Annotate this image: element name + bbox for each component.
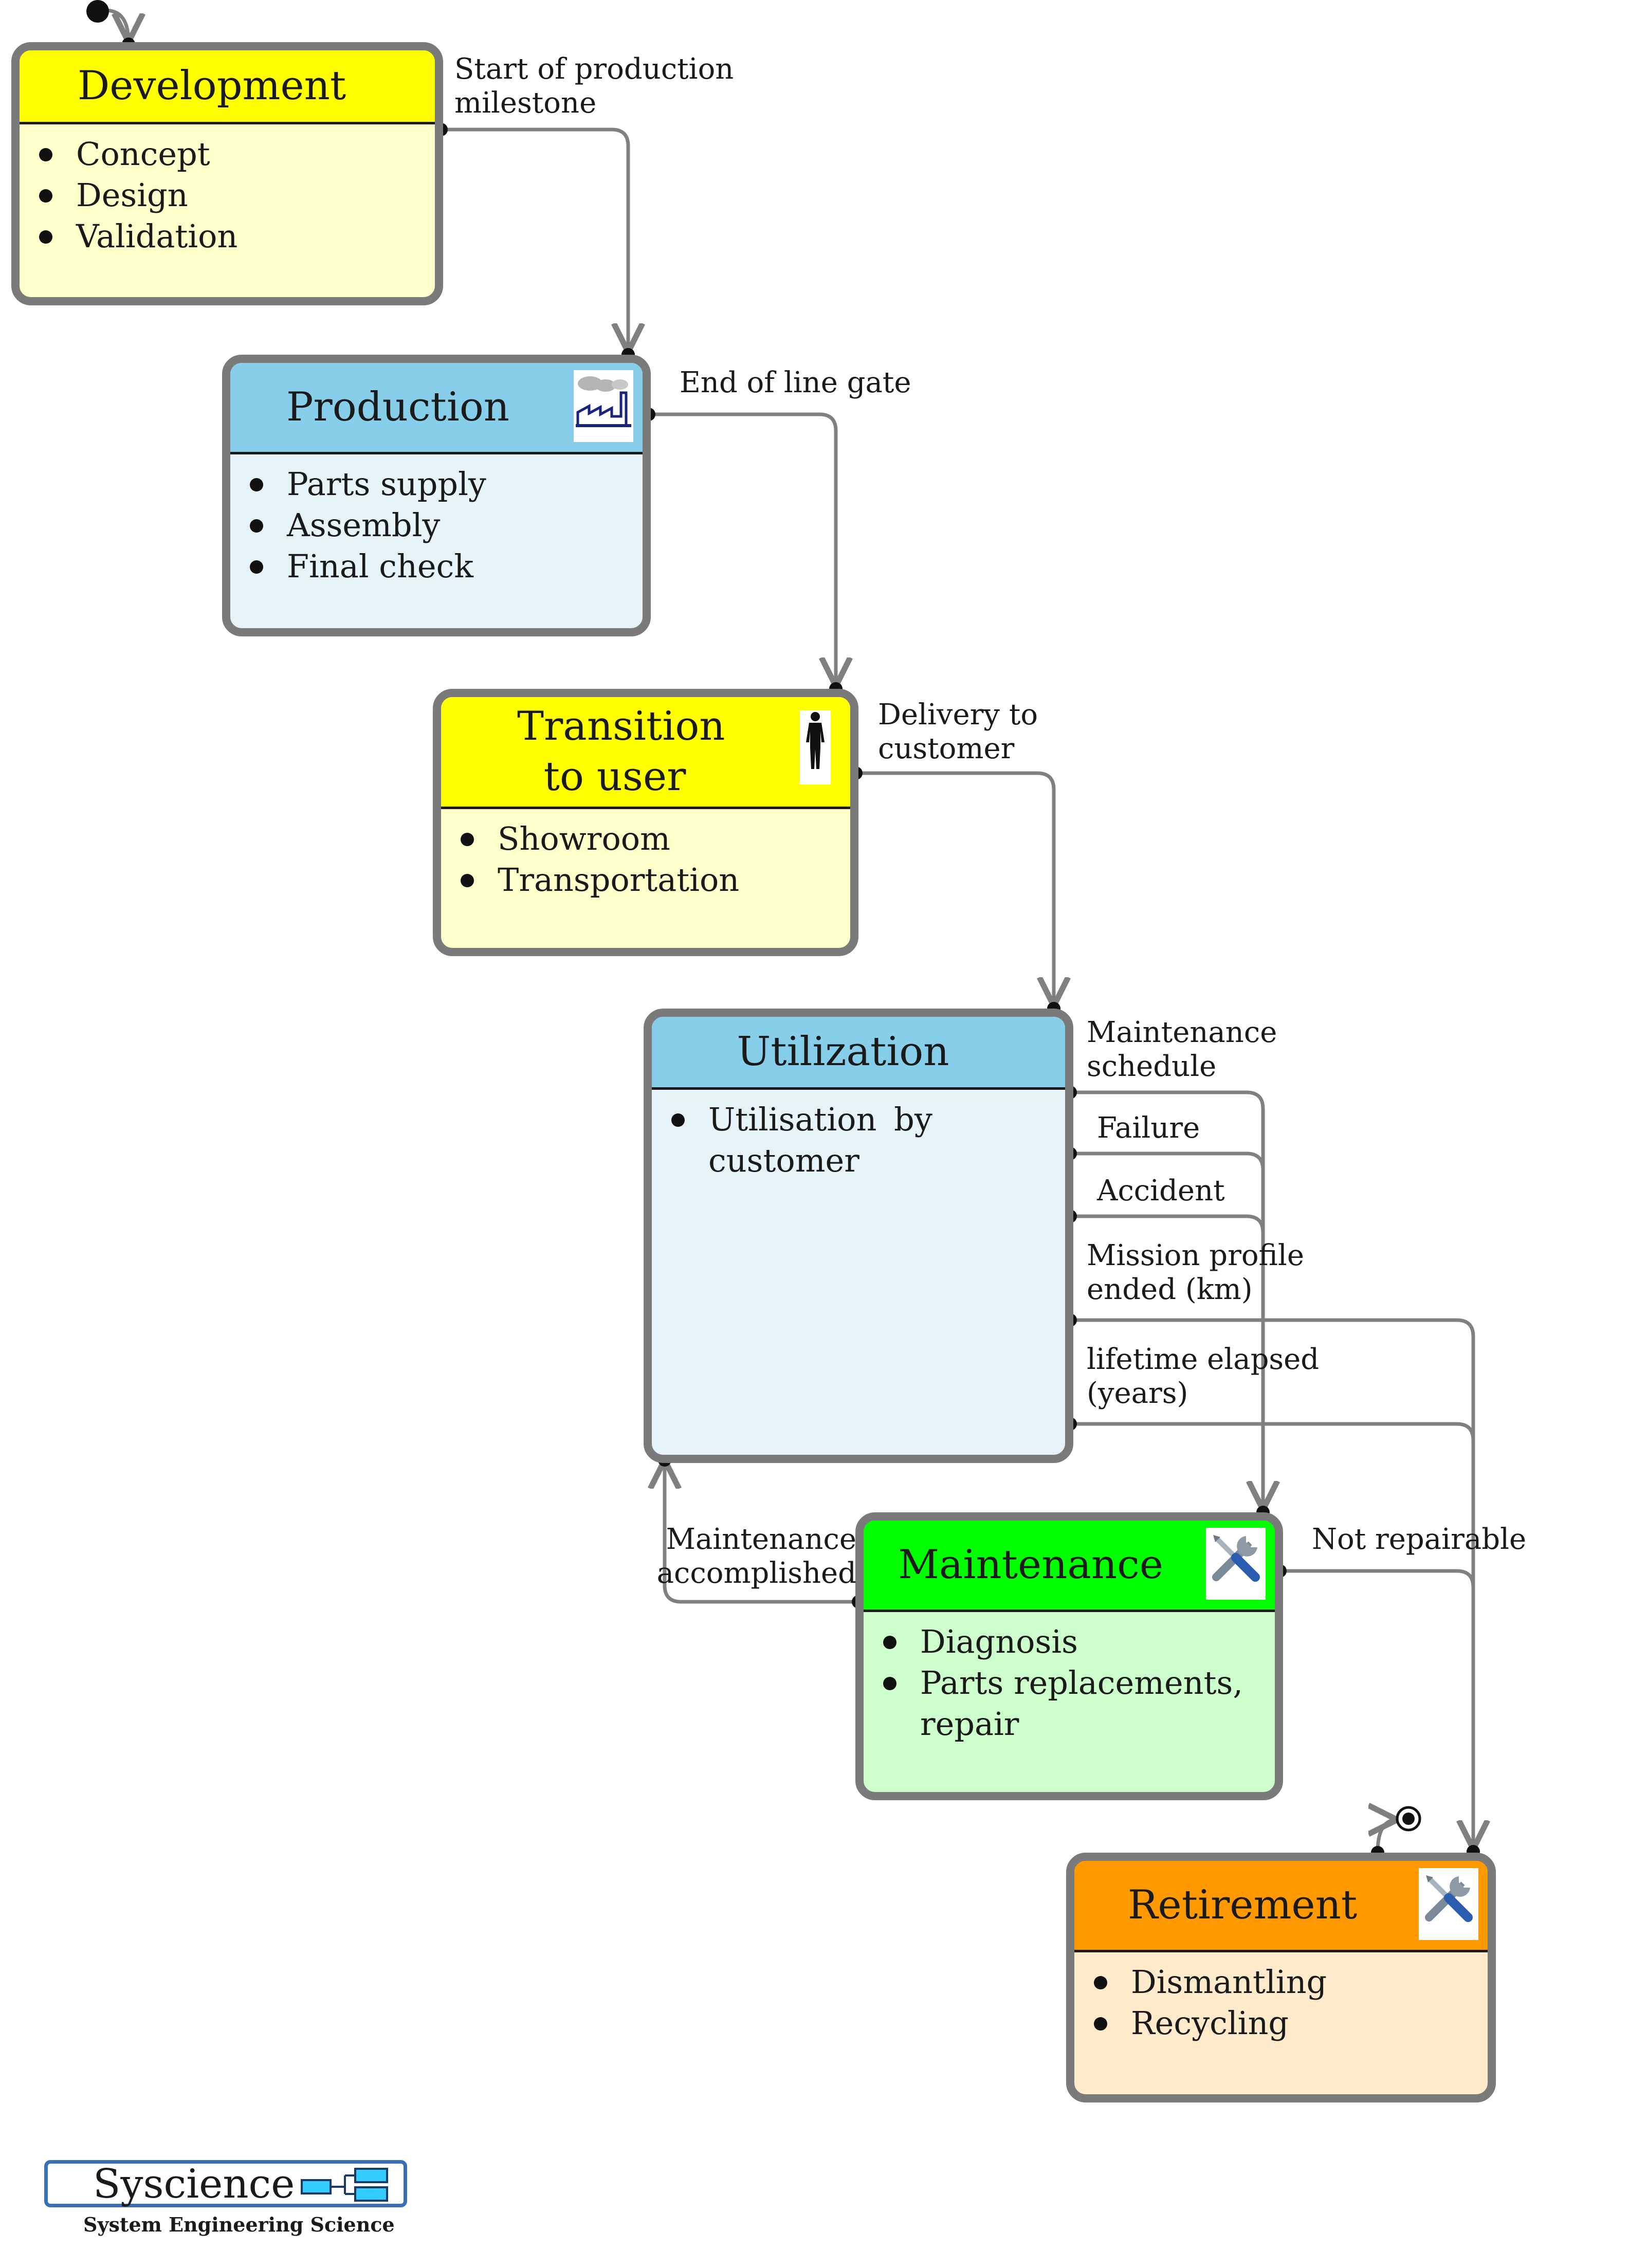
- list-item: Recycling: [1094, 2003, 1488, 2044]
- syscience-logo: Syscience: [44, 2160, 407, 2207]
- label-maintenance-schedule: Maintenance schedule: [1087, 1016, 1277, 1083]
- state-header: Production: [230, 363, 643, 454]
- state-title: Maintenance: [898, 1541, 1163, 1588]
- person-icon: [800, 710, 831, 784]
- state-items: Dismantling Recycling: [1074, 1952, 1488, 2044]
- list-item: Validation: [39, 216, 435, 257]
- state-header: Development: [20, 50, 435, 124]
- list-item: Concept: [39, 134, 435, 175]
- state-development[interactable]: Development Concept Design Validation: [11, 42, 443, 305]
- label-maintenance-accomplished: Maintenance accomplished: [656, 1523, 856, 1590]
- factory-icon: [574, 370, 633, 442]
- label-lifetime: lifetime elapsed (years): [1087, 1343, 1320, 1410]
- state-utilization[interactable]: Utilization Utilisation by customer: [644, 1009, 1073, 1463]
- final-state-core: [1402, 1813, 1415, 1825]
- label-failure: Failure: [1097, 1111, 1200, 1145]
- state-production[interactable]: Production Parts supply Assembly Final c…: [222, 355, 651, 636]
- state-header: Utilization: [652, 1017, 1065, 1090]
- label-mission-profile: Mission profile ended (km): [1087, 1239, 1304, 1306]
- state-title: Development: [77, 62, 346, 109]
- initial-state: [86, 0, 109, 23]
- list-item: Assembly: [250, 505, 643, 546]
- state-transition-to-user[interactable]: Transition to user Showroom Transportati…: [433, 689, 858, 956]
- state-items: Utilisation by customer: [652, 1090, 1065, 1181]
- list-item: Transportation: [461, 859, 850, 901]
- label-accident: Accident: [1097, 1174, 1225, 1208]
- wire-accident: [1070, 1214, 1265, 1510]
- wire-maintenance-accomplished: [665, 1460, 858, 1604]
- wire-mission-profile: [1070, 1318, 1473, 1849]
- label-end-of-line: End of line gate: [680, 366, 911, 399]
- tools-icon: [1206, 1528, 1266, 1600]
- list-item: Utilisation by customer: [671, 1099, 1045, 1181]
- label-delivery: Delivery to customer: [878, 698, 1038, 765]
- tools-icon: [1419, 1868, 1478, 1940]
- wire-not-repairable: [1280, 1569, 1475, 1849]
- wire-start-of-production: [441, 127, 628, 352]
- list-item: Diagnosis: [883, 1621, 1244, 1662]
- state-header: Maintenance: [864, 1521, 1275, 1612]
- list-item: Parts replacements, repair: [883, 1662, 1244, 1745]
- state-items: Concept Design Validation: [20, 124, 435, 257]
- list-item: Showroom: [461, 818, 850, 859]
- label-not-repairable: Not repairable: [1312, 1523, 1527, 1556]
- state-retirement[interactable]: Retirement Dismantling Recycling: [1066, 1853, 1496, 2102]
- state-items: Showroom Transportation: [441, 809, 850, 901]
- state-title: Transition to user: [517, 703, 725, 800]
- state-items: Diagnosis Parts replacements, repair: [864, 1612, 1275, 1745]
- list-item: Dismantling: [1094, 1962, 1488, 2003]
- wire-end-of-line: [649, 412, 836, 686]
- state-maintenance[interactable]: Maintenance Diagnosis Parts replacements…: [855, 1512, 1283, 1800]
- state-title: Utilization: [737, 1028, 949, 1075]
- block-diagram-icon: [301, 2168, 388, 2202]
- list-item: Final check: [250, 546, 643, 587]
- state-title: Retirement: [1127, 1881, 1358, 1928]
- wire-lifetime: [1070, 1422, 1475, 1849]
- list-item: Design: [39, 175, 435, 216]
- state-header: Retirement: [1074, 1861, 1488, 1952]
- wire-delivery: [856, 771, 1054, 1006]
- logo-subtitle: System Engineering Science: [83, 2213, 395, 2236]
- list-item: Parts supply: [250, 464, 643, 505]
- logo-name: Syscience: [93, 2161, 295, 2207]
- label-start-of-production: Start of production milestone: [454, 52, 734, 120]
- state-items: Parts supply Assembly Final check: [230, 454, 643, 587]
- state-title: Production: [286, 383, 510, 430]
- state-header: Transition to user: [441, 697, 850, 809]
- wire-failure: [1070, 1151, 1265, 1510]
- wire-maintenance-schedule: [1070, 1090, 1263, 1510]
